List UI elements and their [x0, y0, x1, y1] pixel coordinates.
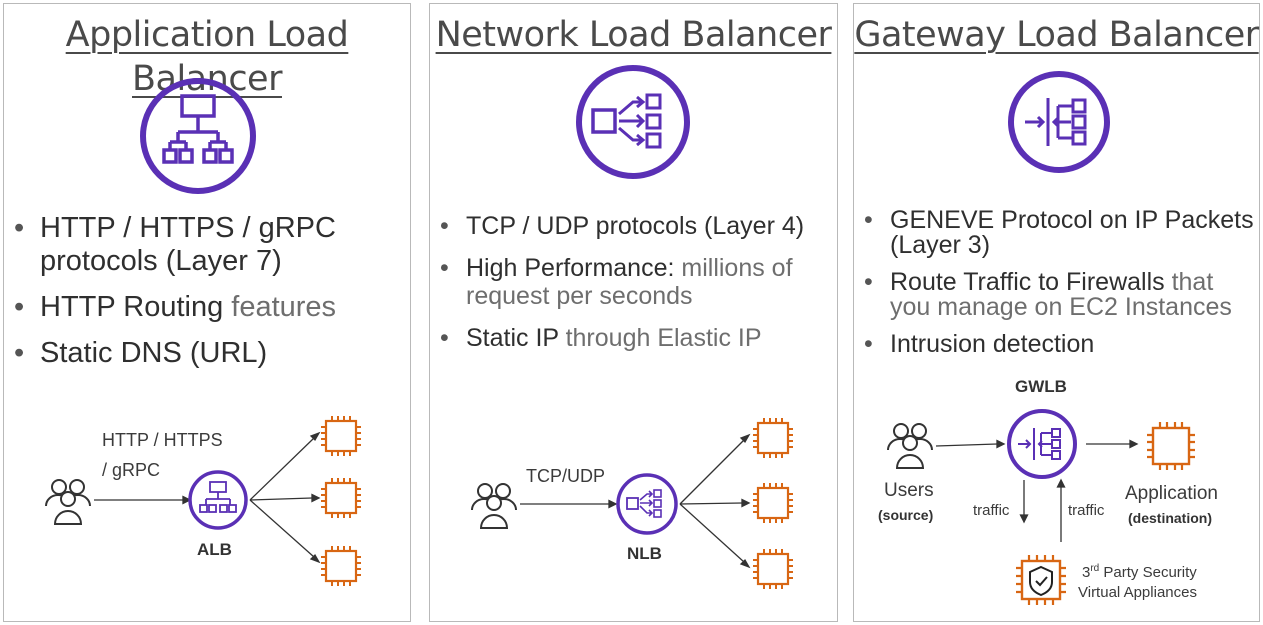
nlb-icon: [576, 65, 690, 179]
gwlb-bullet-geneve: GENEVE Protocol on IP Packets (Layer 3): [864, 208, 1256, 258]
bullet-strong: GENEVE Protocol on IP Packets (Layer 3): [890, 206, 1254, 259]
alb-title-line1: Application Load: [65, 15, 349, 55]
alb-bullet-dns: Static DNS (URL): [14, 337, 404, 370]
nlb-node-icon: [616, 473, 678, 535]
gwlb-panel: Gateway Load Balancer: [853, 3, 1260, 622]
bullet-strong: Static IP: [466, 324, 559, 352]
bullet-light: millions of request per seconds: [466, 254, 793, 310]
nlb-bullet-protocols: TCP / UDP protocols (Layer 4): [440, 212, 832, 240]
traffic-up-label: traffic: [1068, 502, 1105, 519]
appliance-label-line1: 3rd Party Security: [1082, 563, 1197, 581]
bullet-strong: TCP / UDP protocols (Layer 4): [466, 212, 805, 240]
alb-node-icon: [188, 470, 248, 530]
bullet-light: features: [223, 291, 337, 323]
bullet-strong: HTTP / HTTPS / gRPC protocols (Layer 7): [40, 212, 336, 277]
ec2-instance-icon: [753, 549, 793, 589]
nlb-arrows: [520, 433, 751, 569]
gwlb-arrows: [935, 439, 1139, 542]
appliance-label-rest: Party Security: [1099, 564, 1197, 581]
users-icon: [45, 479, 91, 525]
application-label: Application: [1125, 483, 1218, 504]
nlb-bullets: TCP / UDP protocols (Layer 4) High Perfo…: [440, 212, 832, 352]
nlb-node-label: NLB: [627, 544, 662, 563]
bullet-light: that you manage on EC2 Instances: [890, 268, 1232, 321]
users-icon: [887, 423, 933, 469]
nlb-title: Network Load Balancer: [435, 15, 832, 55]
bullet-light: through Elastic IP: [558, 324, 762, 352]
users-sub-label: (source): [878, 507, 934, 523]
gwlb-bullets: GENEVE Protocol on IP Packets (Layer 3) …: [864, 208, 1256, 358]
alb-edge-label-line2: / gRPC: [102, 460, 161, 480]
nlb-bullet-performance: High Performance: millions of request pe…: [440, 254, 832, 310]
appliance-ordinal-suffix: rd: [1090, 563, 1100, 574]
security-appliance-icon: [1016, 555, 1066, 605]
alb-bullets: HTTP / HTTPS / gRPC protocols (Layer 7) …: [14, 212, 404, 370]
gwlb-bullet-route: Route Traffic to Firewalls that you mana…: [864, 270, 1256, 320]
nlb-edge-label: TCP/UDP: [526, 466, 606, 486]
gwlb-icon: [1008, 71, 1110, 173]
alb-arrows: [94, 431, 321, 564]
gwlb-bullet-intrusion: Intrusion detection: [864, 330, 1256, 358]
nlb-bullet-static-ip: Static IP through Elastic IP: [440, 324, 832, 352]
alb-panel: Application Load Balancer: [3, 3, 411, 622]
alb-bullet-protocols: HTTP / HTTPS / gRPC protocols (Layer 7): [14, 212, 404, 278]
appliance-ordinal: 3: [1082, 564, 1091, 581]
alb-edge-label-line1: HTTP / HTTPS: [102, 430, 223, 450]
bullet-strong: Intrusion detection: [890, 330, 1095, 358]
nlb-diagram: [471, 65, 793, 589]
ec2-instance-icon: [321, 478, 361, 518]
bullet-strong: High Performance:: [466, 254, 675, 282]
bullet-strong: Route Traffic to Firewalls: [890, 268, 1165, 296]
alb-node-label: ALB: [197, 540, 232, 559]
ec2-instance-icon: [321, 416, 361, 456]
alb-bullet-routing: HTTP Routing features: [14, 291, 404, 324]
alb-diagram: [45, 78, 361, 586]
ec2-instance-icon: [321, 546, 361, 586]
ec2-instance-icon: [753, 483, 793, 523]
traffic-down-label: traffic: [973, 502, 1010, 519]
application-sub-label: (destination): [1128, 510, 1212, 526]
gwlb-node-icon: [1007, 409, 1077, 479]
gwlb-diagram: [887, 71, 1195, 605]
alb-icon: [140, 78, 256, 194]
ec2-instance-icon: [753, 418, 793, 458]
gwlb-node-label: GWLB: [1015, 377, 1067, 396]
bullet-strong: Static DNS (URL): [40, 337, 268, 369]
gwlb-title: Gateway Load Balancer: [854, 15, 1259, 55]
bullet-strong: HTTP Routing: [40, 291, 224, 323]
users-icon: [471, 483, 517, 529]
nlb-panel: Network Load Balancer: [429, 3, 838, 622]
ec2-instance-icon: [1147, 422, 1195, 470]
appliance-label-line2: Virtual Appliances: [1078, 584, 1197, 601]
users-label: Users: [884, 480, 934, 501]
